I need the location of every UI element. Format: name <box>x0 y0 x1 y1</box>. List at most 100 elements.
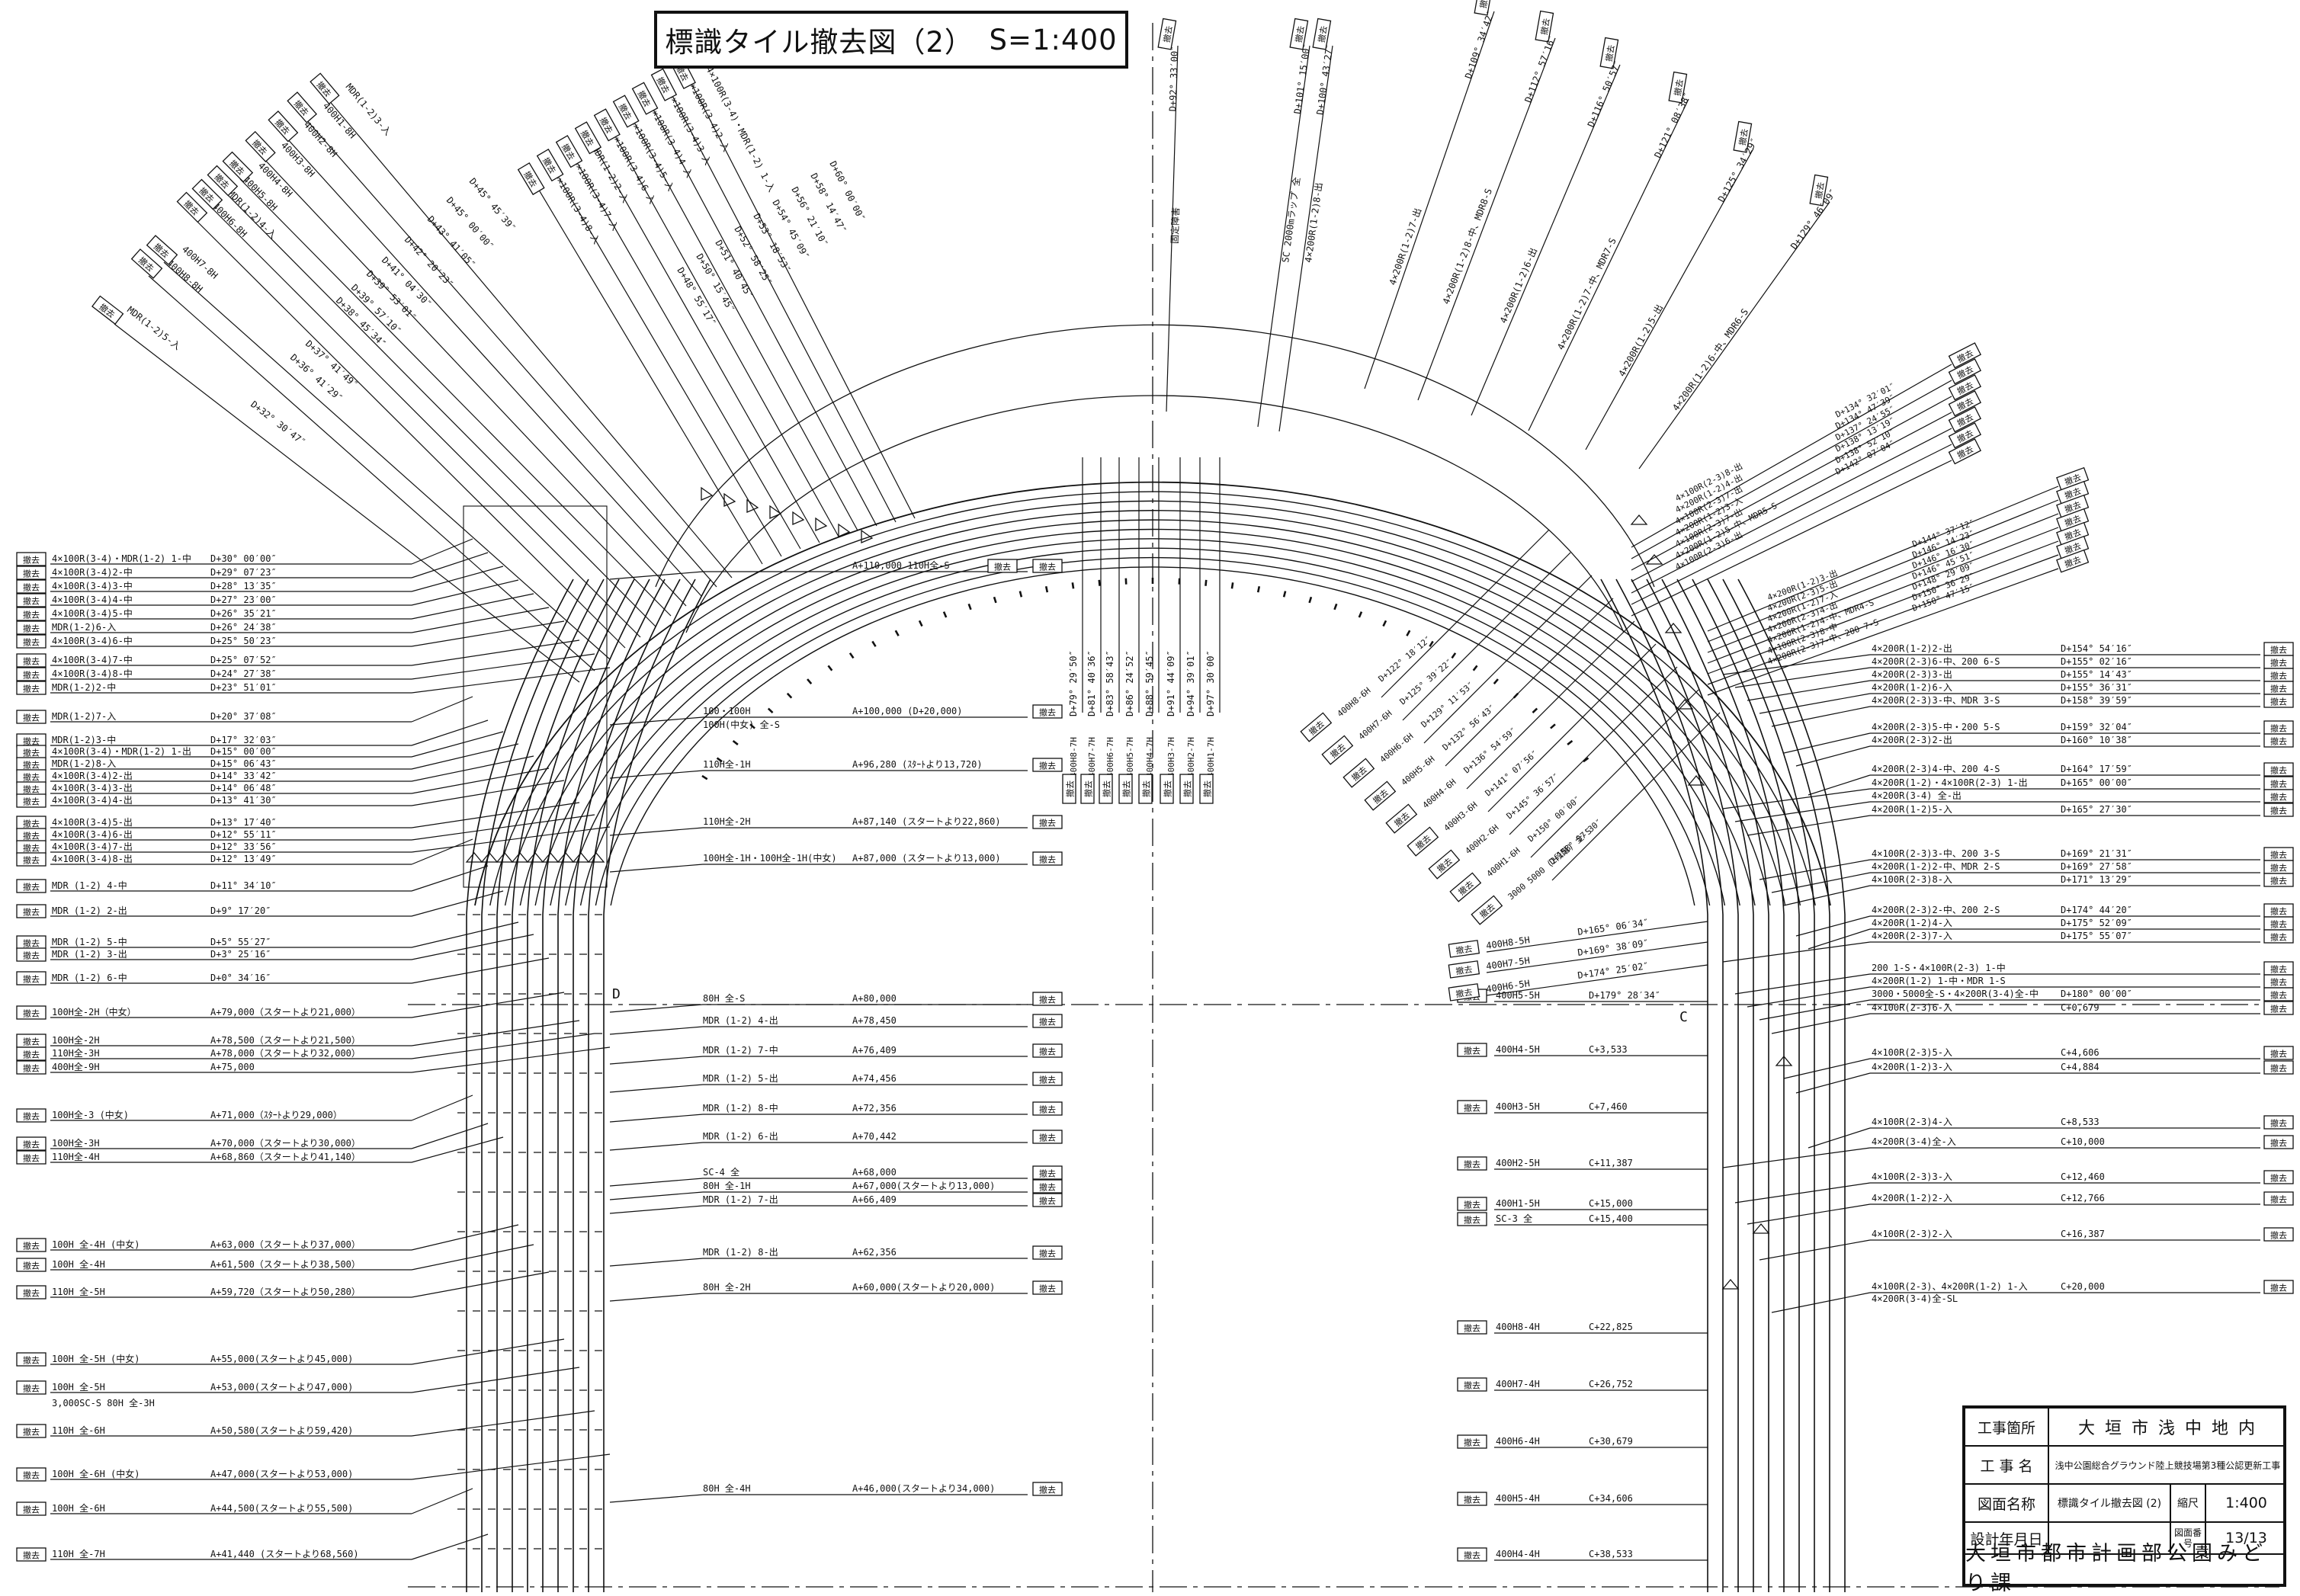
work-value: 浅中公園総合グラウンド陸上競技場第3種公認更新工事 <box>2049 1447 2286 1483</box>
center-list-value: A+78,450 <box>852 1015 897 1026</box>
right-list-name: 4×200R(1-2)2-入 <box>1872 1193 1952 1203</box>
left-list-value: D+26° 35′21″ <box>210 608 277 619</box>
left-list-name: 100H全-3H <box>52 1137 100 1149</box>
left-list-value: D+24° 27′38″ <box>210 668 277 679</box>
lane-tick <box>1494 679 1498 684</box>
left-note: 3,000SC-S 80H 全-3H <box>52 1397 155 1409</box>
right-list-value: D+164° 17′59″ <box>2061 764 2132 774</box>
left-list-leader <box>412 640 579 665</box>
left-list-name: 4×100R(3-4)3-出 <box>52 783 133 793</box>
removal-badge: 撤去 <box>17 1006 46 1019</box>
vertical-label-value: D+86° 24′52″ <box>1124 650 1135 716</box>
lane-tick <box>969 604 971 610</box>
left-list-value: D+3° 25′16″ <box>210 949 271 960</box>
radial-leader-line <box>305 118 717 587</box>
removal-badge: 撤去 <box>1081 774 1094 803</box>
right-list-name: 4×100R(2-3)2-入 <box>1872 1229 1952 1239</box>
title-block-row-work: 工 事 名 浅中公園総合グラウンド陸上競技場第3種公認更新工事 <box>1965 1447 2283 1485</box>
left-list-value: D+14° 33′42″ <box>210 771 277 781</box>
right-list-name: 200 1-S・4×100R(2-3) 1-中 <box>1872 962 2006 973</box>
center-list-leader <box>610 1258 703 1266</box>
removal-badge: 撤去 <box>17 880 46 893</box>
removal-badge-text: 撤去 <box>23 582 40 593</box>
right-list-value: C+12,766 <box>2061 1193 2105 1203</box>
left-list-value: D+15° 00′00″ <box>210 746 277 757</box>
drawing-title: 標識タイル撤去図（2） <box>665 19 974 60</box>
removal-badge-text: 撤去 <box>23 656 40 667</box>
removal-badge: 撤去 <box>2264 860 2293 873</box>
left-list-name: 4×100R(3-4)6-出 <box>52 829 133 840</box>
left-list-leader <box>412 1047 610 1072</box>
removal-badge: 撤去 <box>576 122 601 153</box>
radial-leader-line <box>1708 500 2058 642</box>
radial-label-value: D+32° 30′47″ <box>249 399 307 447</box>
right-list-value: D+154° 54′16″ <box>2061 643 2132 654</box>
right-list-leader <box>1723 655 1870 675</box>
removal-badge: 撤去 <box>1322 736 1352 764</box>
mid-right-value: C+34,606 <box>1589 1493 1633 1504</box>
removal-badge-text: 撤去 <box>23 1427 40 1437</box>
lane-tick <box>733 741 738 745</box>
center-list-value: A+46,000(スタートより34,000) <box>852 1483 995 1494</box>
removal-badge-text: 撤去 <box>23 1550 40 1561</box>
removal-badge-text: 撤去 <box>23 596 40 607</box>
removal-badge-text: 撤去 <box>1039 1168 1056 1179</box>
center-list-leader <box>610 1495 703 1502</box>
removal-badge: 撤去 <box>92 296 123 324</box>
right-list-leader <box>1796 746 1870 766</box>
removal-badge-text: 撤去 <box>2270 806 2287 816</box>
center-list-leader <box>610 864 703 872</box>
right-list-name: 4×100R(2-3)3-中、200 3-S <box>1872 848 2000 859</box>
removal-badge-text: 撤去 <box>1039 707 1056 718</box>
center-list-value: A+68,000 <box>852 1167 897 1178</box>
center-list-leader <box>610 1056 703 1064</box>
removal-badge: 撤去 <box>17 1425 46 1437</box>
center-list-value: A+60,000(スタートより20,000) <box>852 1282 995 1293</box>
removal-badge-text: 撤去 <box>1163 780 1173 797</box>
removal-badge-text: 撤去 <box>23 772 40 783</box>
left-list-leader <box>412 768 549 793</box>
center-list-leader <box>610 1005 703 1012</box>
left-list-leader <box>412 1095 473 1120</box>
left-list-value: A+63,000（スタートより37,000） <box>210 1239 361 1250</box>
removal-badge: 撤去 <box>17 1061 46 1074</box>
removal-badge: 撤去 <box>17 580 46 593</box>
left-list-value: A+78,000（スタートより32,000） <box>210 1048 361 1059</box>
center-list-name: MDR (1-2) 5-出 <box>703 1073 778 1084</box>
lane-tick <box>1310 597 1311 603</box>
left-list-value: D+12° 13′49″ <box>210 854 277 864</box>
left-list-value: D+27° 23′00″ <box>210 594 277 605</box>
radial-label-value: D+39° 57′10″ <box>349 282 403 336</box>
left-list-value: D+20° 37′08″ <box>210 711 277 722</box>
right-list-value: D+165° 27′30″ <box>2061 804 2132 815</box>
right-list-name: 4×200R(2-3)2-中、200 2-S <box>1872 904 2000 915</box>
center-list-name: 80H 全-4H <box>703 1482 751 1494</box>
left-list-value: A+61,500（スタートより38,500） <box>210 1259 361 1270</box>
removal-badge-text: 撤去 <box>1039 1017 1056 1027</box>
radial-label-name: 4×200R(1-2)8-中、MDR8-S <box>1440 187 1494 306</box>
lane-tick <box>1046 586 1047 592</box>
left-list-value: D+30° 00′00″ <box>210 553 277 564</box>
mid-right-name: 400H4-4H <box>1496 1549 1540 1559</box>
removal-badge: 撤去 <box>1386 804 1416 832</box>
center-list-value: A+67,000(スタートより13,000) <box>852 1181 995 1191</box>
right-list-value: D+155° 36′31″ <box>2061 682 2132 693</box>
right-list-value: C+0,679 <box>2061 1002 2100 1013</box>
removal-badge: 撤去 <box>1033 705 1062 718</box>
center-list-leader <box>610 1114 703 1122</box>
vertical-label-name: 400H7-7H <box>1087 737 1097 777</box>
left-list-leader <box>412 1534 488 1559</box>
center-list-leader <box>610 1293 703 1301</box>
right-list-leader <box>1772 873 1870 893</box>
removal-badge-text: 撤去 <box>1039 854 1056 865</box>
scale-label: 縮尺 <box>2171 1485 2206 1521</box>
lane-tick <box>919 620 922 626</box>
removal-badge-text: 撤去 <box>2270 671 2287 681</box>
vertical-label-name: 400H2-7H <box>1186 737 1196 777</box>
removal-badge: 撤去 <box>1033 1072 1062 1085</box>
removal-badge: 撤去 <box>17 758 46 771</box>
lane-tick <box>1284 591 1285 598</box>
start-triangle <box>512 853 528 862</box>
removal-badge-text: 撤去 <box>1121 780 1132 797</box>
radial-label-name: MDR(1-2)5-入 <box>125 304 182 352</box>
